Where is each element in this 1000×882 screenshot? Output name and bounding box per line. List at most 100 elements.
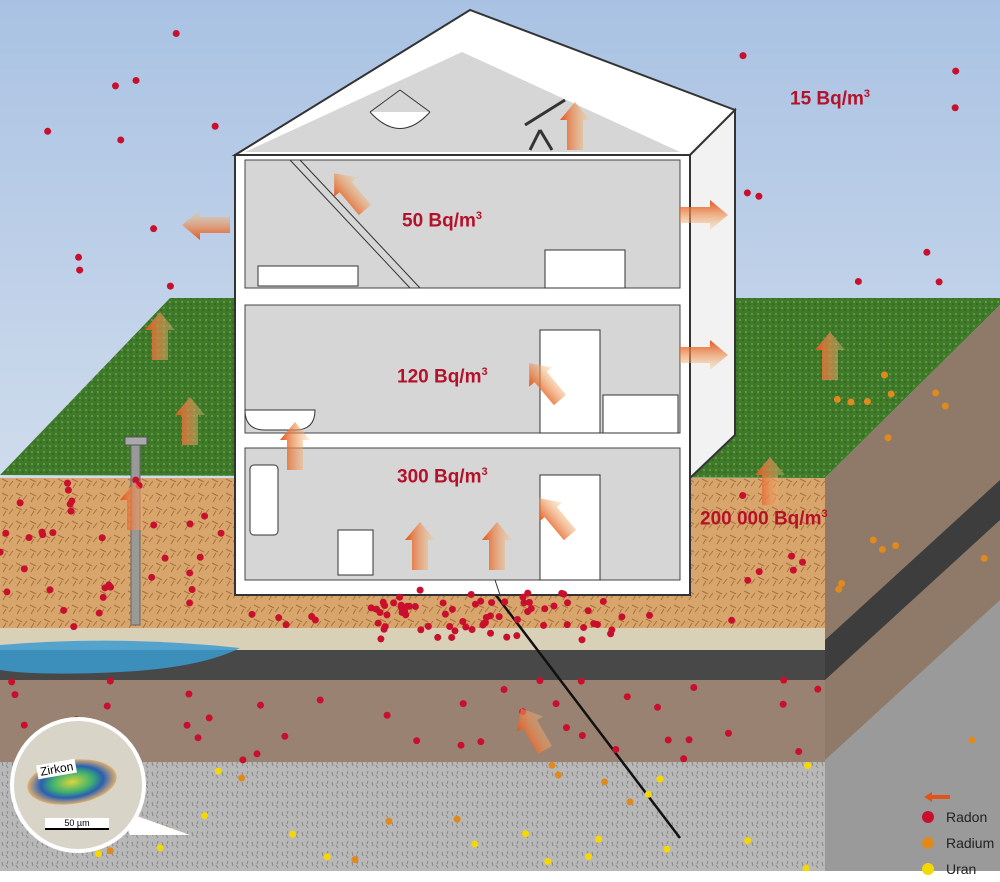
particle-dot (739, 492, 747, 500)
particle-dot (2, 529, 10, 537)
particle-dot (980, 554, 988, 562)
particle-dot (550, 602, 558, 610)
particle-dot (869, 536, 877, 544)
radon-arrow (680, 200, 728, 230)
particle-dot (524, 589, 532, 597)
particle-dot (239, 756, 247, 764)
particle-dot (111, 82, 119, 90)
particle-dot (211, 122, 219, 130)
particle-dot (385, 817, 393, 825)
particle-dot (467, 591, 475, 599)
staircase (289, 159, 421, 289)
particle-dot (351, 856, 359, 864)
particle-dot (106, 847, 114, 855)
particle-dot (148, 573, 156, 581)
particle-dot (95, 609, 103, 617)
particle-dot (654, 703, 662, 711)
particle-dot (554, 771, 562, 779)
particle-dot (3, 588, 11, 596)
particle-dot (578, 731, 586, 739)
particle-dot (802, 864, 810, 871)
desk (544, 249, 626, 289)
particle-dot (417, 626, 425, 634)
radon-arrow (182, 210, 230, 240)
particle-dot (38, 528, 46, 536)
radon-arrow (539, 498, 577, 541)
radon-arrow (560, 102, 590, 150)
particle-dot (880, 371, 888, 379)
particle-dot (424, 622, 432, 630)
particle-dot (60, 606, 68, 614)
particle-dot (201, 812, 209, 820)
particle-dot (923, 248, 931, 256)
particle-dot (383, 611, 391, 619)
particle-dot (495, 613, 503, 621)
telescope (524, 98, 566, 151)
particle-dot (196, 553, 204, 561)
groundwater (0, 640, 240, 674)
particle-dot (76, 266, 84, 274)
particle-dot (744, 837, 752, 845)
particle-dot (477, 738, 485, 746)
legend-label: Radium (946, 835, 995, 851)
particle-dot (98, 534, 106, 542)
particle-dot (513, 616, 521, 624)
particle-dot (739, 52, 747, 60)
water-heater (249, 464, 279, 536)
particle-dot (457, 741, 465, 749)
particle-dot (540, 621, 548, 629)
particle-dot (525, 598, 533, 606)
legend-item-radon: Radon (922, 804, 994, 830)
particle-dot (49, 529, 57, 537)
bathtub (244, 409, 316, 431)
particle-dot (367, 604, 375, 612)
particle-dot (599, 597, 607, 605)
bed (257, 265, 359, 287)
particle-dot (188, 586, 196, 594)
radon-dot-icon (922, 811, 934, 823)
particle-dot (552, 700, 560, 708)
particle-dot (941, 402, 949, 410)
particle-dot (462, 623, 470, 631)
particle-dot (459, 700, 467, 708)
particle-dot (468, 626, 476, 634)
particle-dot (680, 755, 688, 763)
particle-dot (448, 605, 456, 613)
particle-dot (560, 590, 568, 598)
particle-dot (16, 499, 24, 507)
particle-dot (172, 30, 180, 38)
particle-dot (690, 684, 698, 692)
particle-dot (183, 721, 191, 729)
particle-dot (863, 398, 871, 406)
particle-dot (487, 629, 495, 637)
radon-arrow (482, 522, 512, 570)
particle-dot (578, 636, 586, 644)
particle-dot (500, 686, 508, 694)
particle-dot (644, 790, 652, 798)
room-basement (244, 447, 681, 581)
flow-arrow-icon (924, 792, 950, 802)
particle-dot (0, 548, 4, 556)
label-basement-concentration: 300 Bq/m3 (397, 466, 488, 488)
particle-dot (548, 761, 556, 769)
particle-dot (105, 581, 113, 589)
particle-dot (608, 626, 616, 634)
radon-arrow (517, 708, 552, 754)
particle-dot (46, 586, 54, 594)
particle-dot (376, 609, 384, 617)
particle-dot (390, 599, 398, 607)
particle-dot (563, 621, 571, 629)
particle-dot (544, 857, 552, 865)
particle-dot (656, 775, 664, 783)
particle-dot (799, 558, 807, 566)
particle-dot (132, 76, 140, 84)
particle-dot (289, 830, 297, 838)
particle-dot (601, 778, 609, 786)
particle-dot (106, 677, 114, 685)
legend-label: Radon (946, 809, 988, 825)
particle-dot (743, 189, 751, 197)
particle-dot (541, 605, 549, 613)
radium-dot-icon (922, 837, 934, 849)
particle-dot (580, 624, 588, 632)
particle-dot (441, 610, 449, 618)
